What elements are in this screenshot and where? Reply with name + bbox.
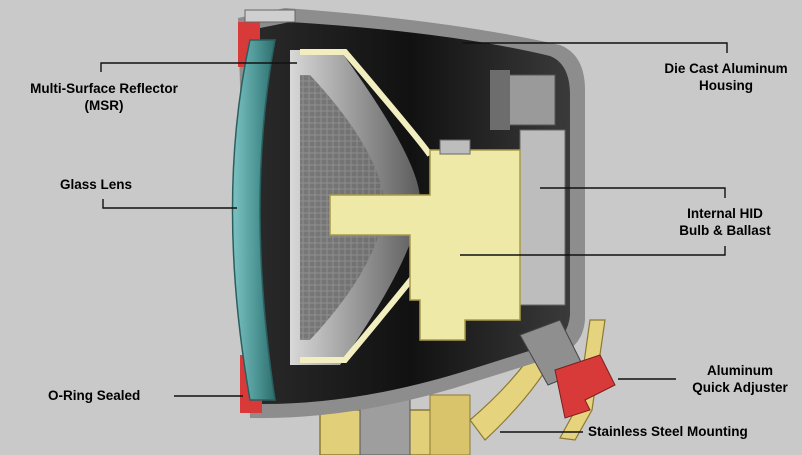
label-mounting-line1: Stainless Steel Mounting (588, 424, 748, 439)
label-lens-line1: Glass Lens (60, 177, 133, 192)
leader-lens (102, 199, 237, 209)
label-hid-line2: Bulb & Ballast (679, 223, 771, 238)
label-hid: Internal HID Bulb & Ballast (655, 205, 795, 239)
label-oring: O-Ring Sealed (48, 387, 140, 404)
label-msr-line2: (MSR) (84, 98, 124, 113)
label-oring-line1: O-Ring Sealed (48, 388, 141, 403)
label-housing: Die Cast Aluminum Housing (650, 60, 802, 94)
label-housing-line2: Housing (699, 78, 753, 93)
bulb-ballast (329, 139, 521, 341)
label-hid-line1: Internal HID (687, 206, 763, 221)
label-adjuster-line2: Quick Adjuster (692, 380, 788, 395)
leader-hid (540, 187, 726, 198)
quick-adjuster (519, 319, 616, 419)
label-mounting: Stainless Steel Mounting (588, 423, 748, 440)
leader-msr (100, 62, 297, 72)
label-housing-line1: Die Cast Aluminum (664, 61, 788, 76)
label-msr-line1: Multi-Surface Reflector (30, 81, 178, 96)
leader-housing (463, 42, 728, 53)
label-msr: Multi-Surface Reflector (MSR) (9, 80, 199, 114)
label-adjuster-line1: Aluminum (707, 363, 773, 378)
leader-lines (100, 42, 728, 433)
label-adjuster: Aluminum Quick Adjuster (678, 362, 802, 396)
glass-lens (231, 39, 276, 401)
leader-bulb (460, 246, 726, 256)
label-glass-lens: Glass Lens (60, 176, 132, 193)
